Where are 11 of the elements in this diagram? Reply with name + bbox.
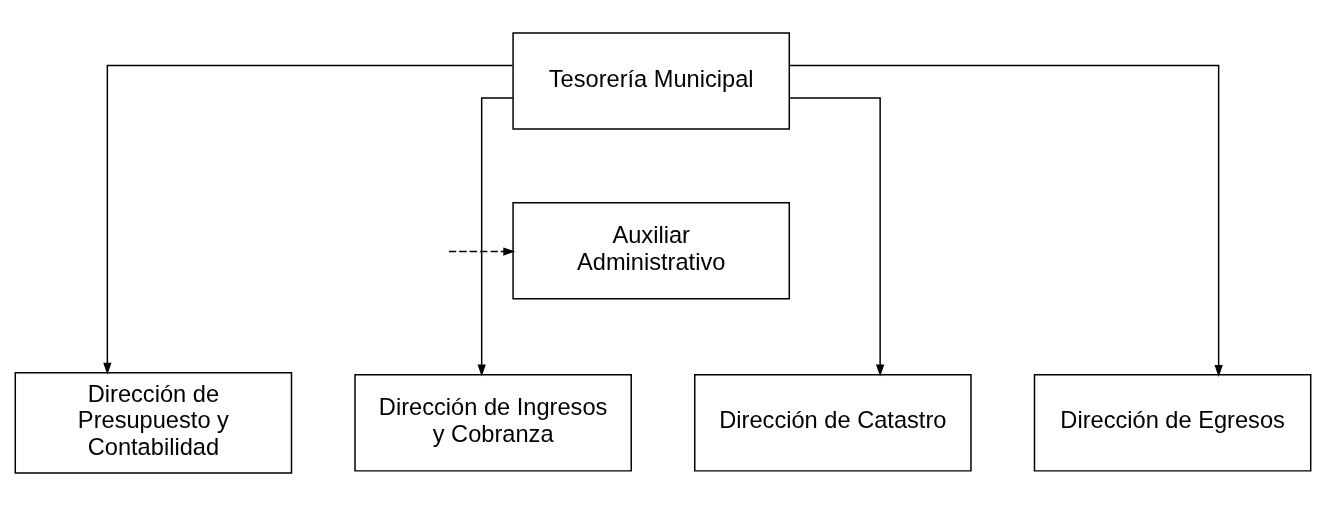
node-box: Dirección de Presupuesto y Contabilidad <box>14 371 293 474</box>
arrow <box>448 247 516 256</box>
arrow <box>477 97 514 377</box>
arrow <box>103 64 514 375</box>
node-box: Dirección de Catastro <box>694 374 972 472</box>
node-box: Dirección de Ingresos y Cobranza <box>354 374 632 472</box>
node-box: Auxiliar Administrativo <box>512 202 791 300</box>
node-box: Tesorería Municipal <box>512 32 791 130</box>
arrow <box>789 64 1223 377</box>
node-box: Dirección de Egresos <box>1033 374 1312 472</box>
arrow <box>788 97 885 377</box>
